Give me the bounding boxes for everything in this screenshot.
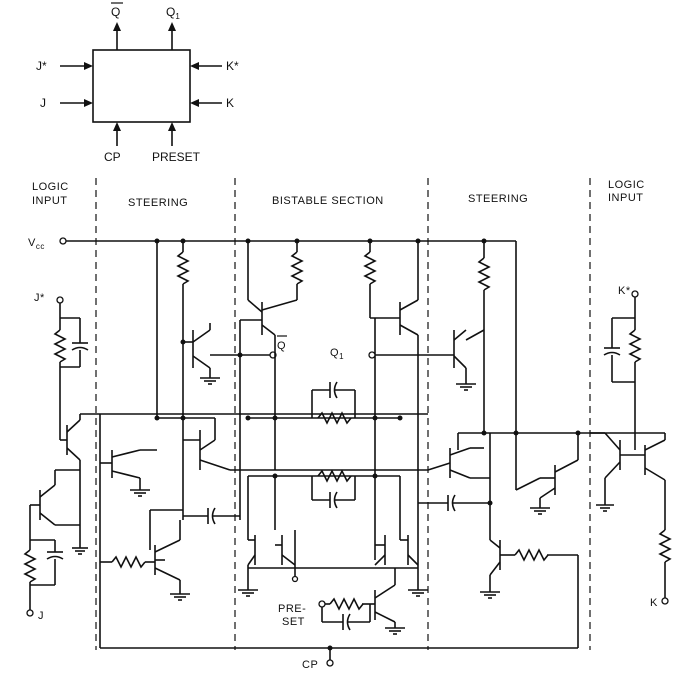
jstar-resistor: [53, 329, 67, 363]
bistable-resistor-2: [363, 251, 377, 285]
left-steering-label: STEERING: [128, 197, 188, 209]
block-jstar-label: J*: [36, 59, 47, 73]
block-k-label: K: [226, 96, 234, 110]
k-terminal: [661, 597, 669, 605]
block-j-label: J: [40, 96, 46, 110]
block-q1-label: Q1: [166, 5, 180, 21]
jstar-pin-label: J*: [34, 292, 45, 304]
vcc-label: Vcc: [28, 237, 45, 251]
left-input-label: INPUT: [32, 195, 68, 207]
right-steering-resistor-2: [514, 548, 549, 562]
preset-input-arrow: [168, 122, 176, 131]
right-logic-label: LOGIC: [608, 179, 645, 191]
vcc-rail: Vcc: [28, 237, 516, 251]
kstar-resistor: [628, 329, 642, 363]
bistable-cross-resistor-2: [317, 469, 352, 483]
cp-terminal: [326, 659, 334, 667]
jstar-input-arrow: [84, 62, 93, 70]
cp-pin-label: CP: [302, 659, 318, 671]
q1-output-arrow: [168, 22, 176, 31]
right-steering-resistor-1: [477, 257, 491, 291]
left-steering: Q: [99, 241, 428, 640]
section-dividers: [95, 178, 591, 650]
preset-resistor: [329, 597, 364, 611]
left-steering-resistor-2: [111, 555, 146, 569]
bistable-section: Q1: [238, 241, 428, 635]
block-preset-label: PRESET: [152, 150, 201, 164]
cp-bus: CP: [99, 640, 579, 671]
jstar-terminal: [56, 296, 64, 304]
block-qbar-label: Q: [111, 5, 120, 19]
qbar-pin-label: Q: [277, 340, 286, 352]
preset-terminal: [318, 600, 326, 608]
qbar-output-arrow: [113, 22, 121, 31]
kstar-terminal: [631, 290, 639, 298]
k-resistor: [658, 529, 672, 563]
q1-terminal: [368, 351, 376, 359]
j-terminal: [26, 609, 34, 617]
left-steering-resistor-1: [176, 251, 190, 285]
left-logic-input: J*: [23, 292, 100, 622]
block-cp-label: CP: [104, 150, 121, 164]
preset-label-2: SET: [282, 616, 305, 628]
bistable-label: BISTABLE SECTION: [272, 195, 384, 207]
bistable-resistor-1: [290, 251, 304, 285]
k-input-arrow: [190, 99, 199, 107]
right-steering-label: STEERING: [468, 193, 528, 205]
j-resistor: [23, 549, 37, 583]
left-logic-label: LOGIC: [32, 181, 69, 193]
section-headers: LOGIC INPUT STEERING BISTABLE SECTION ST…: [32, 179, 645, 209]
preset-label-1: PRE-: [278, 603, 306, 615]
k-pin-label: K: [650, 597, 658, 609]
cp-input-arrow: [113, 122, 121, 131]
bistable-cross-resistor-1: [317, 411, 352, 425]
block-kstar-label: K*: [226, 59, 239, 73]
right-logic-input: K* K: [590, 285, 672, 609]
right-input-label: INPUT: [608, 192, 644, 204]
block-symbol: Q Q1 J* J K* K CP PRESET: [36, 2, 239, 164]
q1-pin-label: Q1: [330, 347, 344, 361]
kstar-input-arrow: [190, 62, 199, 70]
right-steering: [418, 241, 590, 640]
j-pin-label: J: [38, 610, 44, 622]
j-input-arrow: [84, 99, 93, 107]
kstar-pin-label: K*: [618, 285, 631, 297]
vcc-terminal: [59, 237, 67, 245]
flip-flop-block: [92, 49, 191, 123]
